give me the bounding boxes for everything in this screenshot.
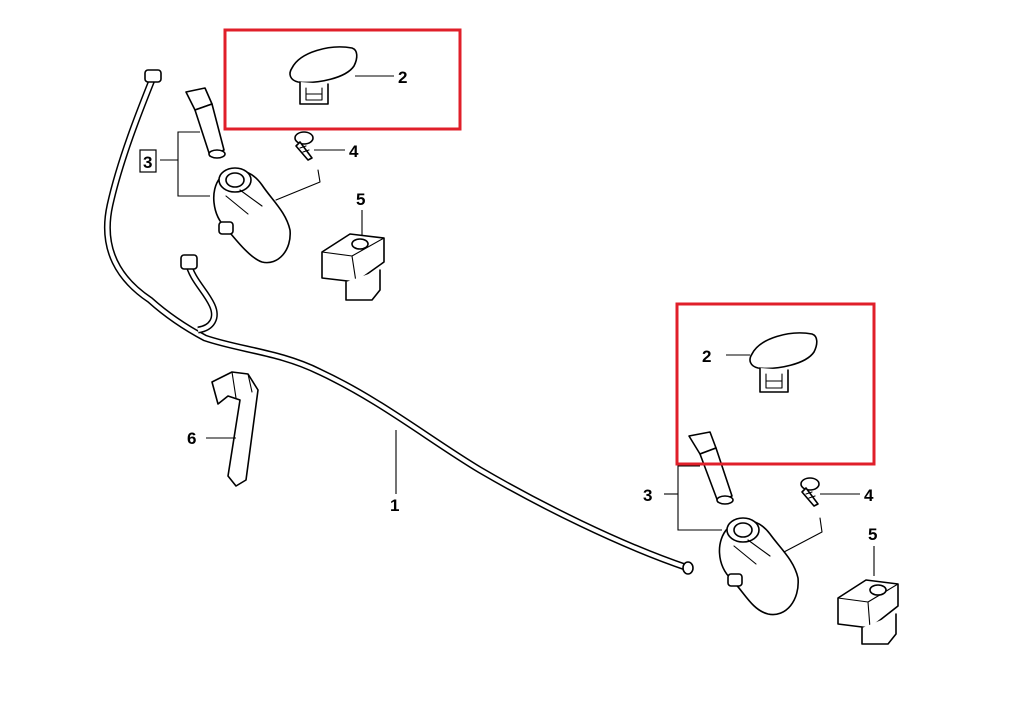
callout-2-lower: 2 [702,347,711,366]
callout-4-lower: 4 [864,486,874,505]
highlight-box-upper [223,28,462,131]
callout-3-lower: 3 [643,486,652,505]
hose-fitting-branch [180,254,198,270]
callout-5-lower: 5 [868,525,877,544]
highlight-box-lower [675,302,876,466]
screw-lower [800,477,820,507]
callout-2-upper: 2 [398,68,407,87]
bracket-upper [321,233,385,301]
screw-upper [294,131,314,161]
callout-3-upper: 3 [143,153,152,172]
nozzle-assembly-upper [185,87,321,264]
callout-5-upper: 5 [356,190,365,209]
washer-hose [103,69,694,575]
callouts: 2 2 3 3 4 4 5 5 6 1 [139,68,877,544]
callout-6: 6 [187,429,196,448]
washer-cap-lower [749,332,818,393]
callout-1: 1 [390,496,399,515]
bracket-lower [837,579,899,645]
hose-clip [211,371,259,487]
callout-3-upper-box [139,149,157,173]
hose-fitting-top [144,69,162,83]
hose-end [682,561,694,575]
callout-4-upper: 4 [349,142,359,161]
washer-cap-upper [289,46,358,105]
nozzle-assembly-lower [688,431,823,616]
leader-lines [160,75,875,576]
